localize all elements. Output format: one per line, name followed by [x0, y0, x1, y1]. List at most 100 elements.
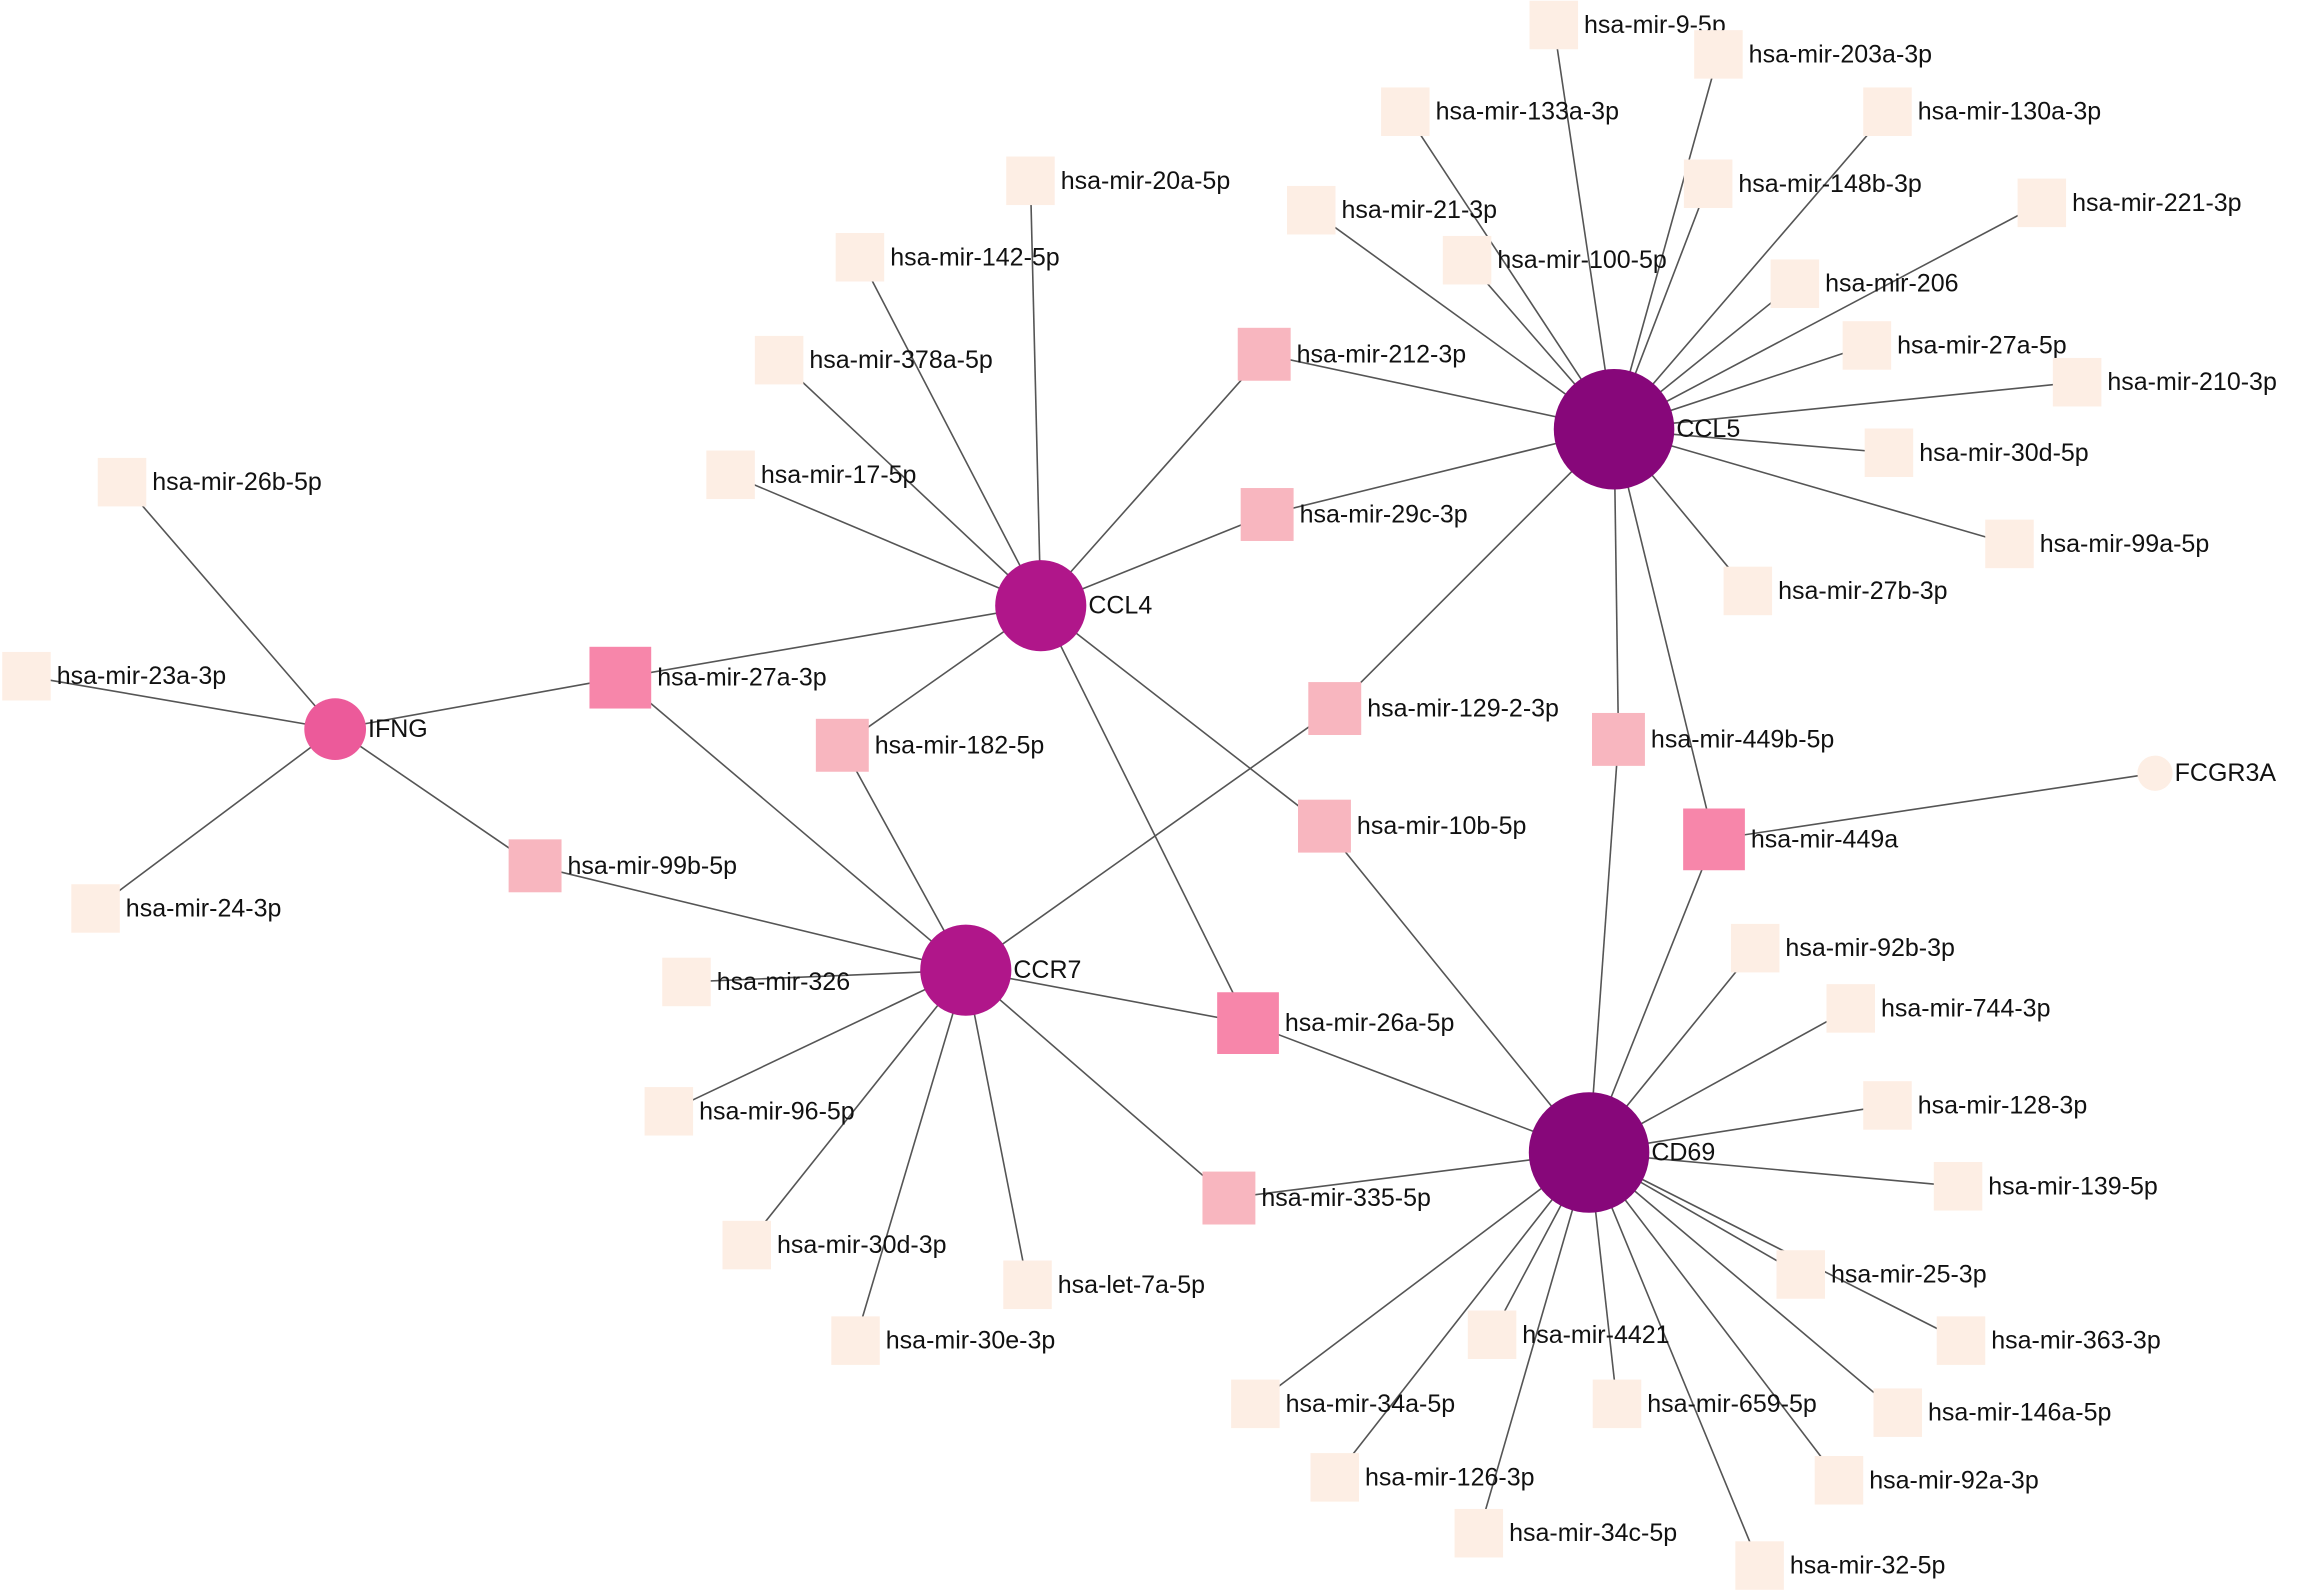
- edge-ccr7-to-hsa-mir-30d-3p: [746, 969, 967, 1246]
- mirna-node-hsa-mir-133a-3p[interactable]: [1381, 87, 1430, 136]
- mirna-node-hsa-mir-126-3p[interactable]: [1310, 1453, 1360, 1502]
- mirna-node-hsa-mir-26a-5p[interactable]: [1217, 992, 1279, 1054]
- mirna-node-hsa-mir-99a-5p[interactable]: [1985, 519, 2034, 569]
- edge-ccl4-to-hsa-mir-17-5p: [730, 474, 1042, 607]
- mirna-node-hsa-mir-206[interactable]: [1770, 259, 1820, 308]
- node-label-hsa-mir-24-3p: hsa-mir-24-3p: [126, 894, 282, 922]
- node-label-hsa-mir-142-5p: hsa-mir-142-5p: [890, 243, 1060, 271]
- mirna-node-hsa-mir-34c-5p[interactable]: [1454, 1508, 1504, 1558]
- network-edges: [26, 24, 2156, 1566]
- node-label-fcgr3a: FCGR3A: [2175, 759, 2277, 787]
- mirna-node-hsa-mir-139-5p[interactable]: [1933, 1162, 1983, 1211]
- mirna-node-hsa-mir-182-5p[interactable]: [815, 718, 869, 772]
- node-label-hsa-mir-25-3p: hsa-mir-25-3p: [1831, 1260, 1987, 1288]
- mirna-node-hsa-mir-21-3p[interactable]: [1286, 185, 1336, 235]
- node-label-hsa-mir-335-5p: hsa-mir-335-5p: [1261, 1184, 1431, 1212]
- mirna-node-hsa-mir-146a-5p[interactable]: [1873, 1388, 1923, 1437]
- node-label-hsa-mir-4421: hsa-mir-4421: [1522, 1321, 1669, 1349]
- gene-node-ccr7[interactable]: [920, 924, 1012, 1016]
- node-label-hsa-mir-23a-3p: hsa-mir-23a-3p: [57, 662, 227, 690]
- mirna-node-hsa-mir-17-5p[interactable]: [706, 450, 755, 500]
- mirna-node-hsa-mir-100-5p[interactable]: [1442, 235, 1492, 285]
- mirna-node-hsa-mir-142-5p[interactable]: [835, 232, 885, 282]
- node-label-hsa-mir-20a-5p: hsa-mir-20a-5p: [1061, 167, 1231, 195]
- mirna-node-hsa-mir-24-3p[interactable]: [71, 884, 120, 933]
- edge-cd69-to-hsa-mir-139-5p: [1588, 1151, 1959, 1188]
- mirna-node-hsa-mir-363-3p[interactable]: [1936, 1316, 1986, 1365]
- edge-cd69-to-hsa-mir-34c-5p: [1478, 1152, 1590, 1534]
- mirna-node-hsa-mir-26b-5p[interactable]: [97, 457, 147, 507]
- node-label-hsa-mir-96-5p: hsa-mir-96-5p: [699, 1097, 855, 1125]
- mirna-node-hsa-mir-378a-5p[interactable]: [754, 335, 804, 385]
- edge-ccl4-to-hsa-mir-142-5p: [859, 256, 1042, 607]
- mirna-node-hsa-mir-25-3p[interactable]: [1776, 1250, 1826, 1299]
- edge-ccl4-to-hsa-mir-212-3p: [1040, 353, 1265, 607]
- gene-node-ccl4[interactable]: [995, 560, 1087, 652]
- gene-node-cd69[interactable]: [1528, 1092, 1650, 1213]
- mirna-node-hsa-mir-34a-5p[interactable]: [1231, 1379, 1280, 1429]
- node-label-hsa-mir-34a-5p: hsa-mir-34a-5p: [1286, 1390, 1456, 1418]
- mirna-node-hsa-mir-148b-3p[interactable]: [1683, 159, 1733, 209]
- mirna-node-hsa-mir-92b-3p[interactable]: [1730, 923, 1780, 973]
- mirna-node-hsa-mir-96-5p[interactable]: [644, 1087, 694, 1136]
- mirna-node-hsa-mir-212-3p[interactable]: [1237, 327, 1291, 381]
- edge-ccr7-to-hsa-mir-30e-3p: [854, 969, 967, 1341]
- node-label-hsa-mir-10b-5p: hsa-mir-10b-5p: [1357, 812, 1527, 840]
- mirna-node-hsa-mir-10b-5p[interactable]: [1298, 799, 1351, 853]
- mirna-node-hsa-mir-221-3p[interactable]: [2017, 178, 2067, 228]
- node-label-hsa-mir-92a-3p: hsa-mir-92a-3p: [1869, 1466, 2039, 1494]
- gene-node-fcgr3a[interactable]: [2137, 755, 2173, 791]
- edge-ccl5-to-hsa-mir-221-3p: [1613, 202, 2043, 430]
- edge-ccr7-to-hsa-mir-99b-5p: [534, 865, 966, 971]
- edge-ifng-to-hsa-mir-26b-5p: [121, 481, 336, 730]
- mirna-node-hsa-mir-129-2-3p[interactable]: [1308, 682, 1362, 735]
- mirna-node-hsa-mir-20a-5p[interactable]: [1006, 156, 1055, 206]
- mirna-node-hsa-mir-203a-3p[interactable]: [1694, 30, 1743, 79]
- mirna-node-hsa-mir-9-5p[interactable]: [1529, 0, 1579, 50]
- node-label-hsa-mir-363-3p: hsa-mir-363-3p: [1991, 1327, 2161, 1355]
- mirna-node-hsa-mir-659-5p[interactable]: [1592, 1379, 1642, 1429]
- node-label-hsa-mir-203a-3p: hsa-mir-203a-3p: [1749, 40, 1932, 68]
- mirna-node-hsa-mir-27b-3p[interactable]: [1723, 566, 1773, 616]
- mirna-node-hsa-let-7a-5p[interactable]: [1003, 1260, 1052, 1310]
- mirna-node-hsa-mir-335-5p[interactable]: [1202, 1171, 1256, 1225]
- node-label-hsa-mir-378a-5p: hsa-mir-378a-5p: [809, 346, 992, 374]
- mirna-node-hsa-mir-744-3p[interactable]: [1826, 984, 1875, 1033]
- node-label-hsa-mir-212-3p: hsa-mir-212-3p: [1297, 340, 1467, 368]
- mirna-node-hsa-mir-32-5p[interactable]: [1735, 1541, 1784, 1590]
- node-label-hsa-mir-128-3p: hsa-mir-128-3p: [1918, 1091, 2088, 1119]
- mirna-node-hsa-mir-130a-3p[interactable]: [1863, 87, 1912, 136]
- mirna-node-hsa-mir-27a-3p[interactable]: [589, 646, 652, 709]
- edge-ccr7-to-hsa-mir-96-5p: [668, 969, 967, 1113]
- edge-ccl5-to-hsa-mir-99a-5p: [1613, 428, 2010, 545]
- mirna-node-hsa-mir-449a[interactable]: [1683, 808, 1745, 871]
- edge-ccr7-to-hsa-let-7a-5p: [965, 970, 1029, 1285]
- mirna-node-hsa-mir-27a-5p[interactable]: [1842, 321, 1892, 370]
- gene-node-ccl5[interactable]: [1553, 368, 1675, 490]
- node-label-hsa-mir-100-5p: hsa-mir-100-5p: [1497, 246, 1667, 274]
- mirna-node-hsa-mir-99b-5p[interactable]: [508, 839, 562, 893]
- mirna-node-hsa-mir-30e-3p[interactable]: [831, 1316, 880, 1365]
- mirna-node-hsa-mir-326[interactable]: [662, 957, 711, 1007]
- node-label-hsa-mir-30d-3p: hsa-mir-30d-3p: [777, 1231, 947, 1259]
- mirna-node-hsa-mir-449b-5p[interactable]: [1592, 712, 1645, 766]
- mirna-node-hsa-mir-30d-3p[interactable]: [722, 1220, 772, 1270]
- node-label-hsa-mir-744-3p: hsa-mir-744-3p: [1881, 994, 2051, 1022]
- node-label-hsa-mir-133a-3p: hsa-mir-133a-3p: [1436, 98, 1619, 126]
- edge-ccl5-to-hsa-mir-129-2-3p: [1334, 428, 1615, 710]
- mirna-node-hsa-mir-210-3p[interactable]: [2052, 357, 2102, 407]
- mirna-node-hsa-mir-4421[interactable]: [1467, 1310, 1517, 1360]
- edge-fcgr3a-to-hsa-mir-449a: [1713, 772, 2156, 841]
- edge-ifng-to-hsa-mir-24-3p: [95, 728, 336, 910]
- mirna-node-hsa-mir-92a-3p[interactable]: [1814, 1456, 1864, 1505]
- node-label-hsa-mir-26a-5p: hsa-mir-26a-5p: [1285, 1009, 1455, 1037]
- edge-cd69-to-hsa-mir-32-5p: [1588, 1152, 1761, 1566]
- gene-node-ifng[interactable]: [304, 698, 367, 760]
- mirna-node-hsa-mir-30d-5p[interactable]: [1864, 428, 1914, 478]
- mirna-node-hsa-mir-29c-3p[interactable]: [1240, 488, 1294, 541]
- node-label-hsa-mir-129-2-3p: hsa-mir-129-2-3p: [1367, 695, 1559, 723]
- edge-ccl4-to-hsa-mir-26a-5p: [1040, 605, 1249, 1024]
- mirna-node-hsa-mir-23a-3p[interactable]: [2, 651, 51, 701]
- mirna-node-hsa-mir-128-3p[interactable]: [1863, 1081, 1912, 1130]
